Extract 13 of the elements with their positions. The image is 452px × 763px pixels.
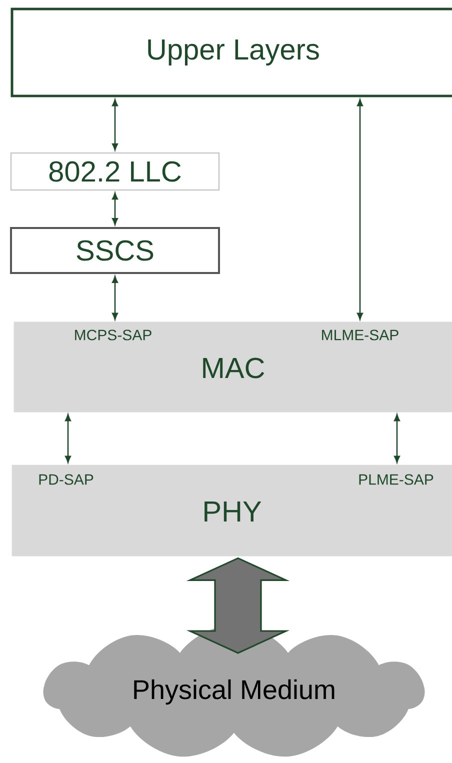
arrow [112, 192, 118, 226]
arrow [65, 414, 71, 463]
layer-box: Upper Layers [10, 8, 452, 98]
arrow [394, 414, 400, 463]
layer-band: MCPS-SAP MLME-SAP MAC [14, 322, 452, 412]
cloud: Physical Medium [43, 624, 425, 757]
layer-box: 802.2 LLC [10, 152, 220, 191]
arrow [357, 99, 363, 320]
arrow [112, 276, 118, 320]
layer-box: SSCS [10, 227, 220, 274]
layer-band: PD-SAP PLME-SAP PHY [12, 464, 452, 556]
arrow [112, 99, 118, 150]
block-arrow [186, 557, 290, 654]
